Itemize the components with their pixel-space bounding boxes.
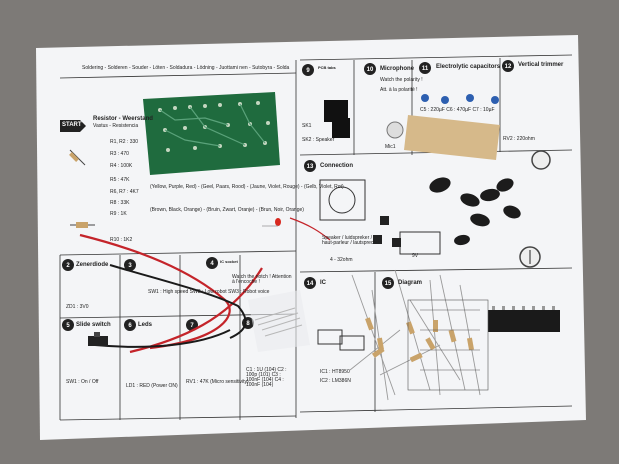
red-led	[275, 218, 281, 226]
sk-speaker-label: SK2 : Speaker	[302, 137, 335, 143]
svg-text:13: 13	[307, 164, 314, 170]
resistor-heading: Resistor - Weerstand	[93, 116, 153, 122]
section-10-title: Microphone	[380, 66, 414, 72]
resistor-subheading: Vastus - Resistencia	[93, 123, 139, 129]
mic-label: Mic1	[385, 144, 396, 150]
start-arrow	[60, 120, 86, 132]
pcb-board	[143, 92, 280, 175]
resistor-illustrations	[69, 149, 95, 228]
trimmer-potentiometer-1	[531, 150, 551, 170]
section-13-title: Connection	[320, 163, 353, 169]
section-4-title: IC socket	[220, 259, 238, 264]
wire-black-2	[94, 329, 231, 348]
resistor-list-2: R3 : 470	[110, 151, 129, 157]
att-polarite-10: Att. à la polarité !	[380, 87, 418, 93]
svg-text:8: 8	[246, 321, 250, 327]
ic-socket	[317, 329, 343, 345]
wire-red-3	[289, 217, 331, 241]
section-11-title: Electrolytic capacitors	[436, 64, 501, 70]
caps-label: C1 : 1U (104) C2 : 100p (101) C3 : 100nF…	[246, 367, 287, 388]
start-label: START	[62, 122, 82, 128]
resistor-list-3: R4 : 100K	[110, 163, 133, 169]
resistor-list-6: R8 : 33K	[110, 200, 130, 206]
svg-text:3: 3	[128, 263, 132, 269]
schematic-diagram	[407, 299, 489, 391]
watch-polarity-10: Watch the polarity !	[380, 77, 423, 83]
pcb-tab-1	[324, 100, 348, 122]
svg-text:6: 6	[128, 323, 132, 329]
ic1-label: IC1 : HT8950	[320, 369, 350, 375]
svg-text:7: 7	[190, 323, 194, 329]
rv1-label: RV1 : 47K (Micro sensitivity)	[186, 379, 249, 385]
sw-label: SW1 : On / Off	[66, 379, 99, 385]
header-languages-text: Soldering - Solderen - Souder - Löten - …	[82, 65, 290, 71]
section-numbers: 2 3 4 5 6 7 8 9 10 11 12 13 14 15	[66, 64, 512, 329]
speaker-diagram	[319, 179, 366, 221]
section-2-title: Zenerdiode	[76, 262, 109, 268]
ic-chip	[488, 310, 560, 332]
svg-text:5: 5	[66, 323, 70, 329]
svg-text:4: 4	[210, 261, 214, 267]
color-code-text-2: (Brown, Black, Orange) - (Bruin, Zwart, …	[150, 207, 304, 213]
section-6-title: Leds	[138, 322, 153, 328]
pcb-tab-2	[332, 118, 350, 138]
electrolytic-capacitors	[429, 177, 521, 246]
ceramic-caps	[421, 94, 499, 104]
ic-notch-text: Watch the notch ! Attention à l'encoche …	[232, 274, 292, 285]
resistor-list-8: R10 : 1K2	[110, 237, 133, 243]
section-14-title: IC	[320, 280, 326, 286]
svg-text:15: 15	[385, 281, 392, 287]
rv2-label: RV2 : 220ohm	[503, 136, 535, 142]
slide-switch-knob	[94, 332, 100, 337]
ic-socket-2	[339, 335, 365, 351]
section-9-title: PCB tabs	[318, 65, 336, 70]
s3-labels: SW1 : High speed SW2 : Low robot SW3 : R…	[148, 289, 270, 295]
resistor-list-1: R1, R2 : 330	[110, 139, 139, 145]
ecaps-label: C5 : 220µF C6 : 470µF C7 : 10µF	[420, 107, 495, 113]
slide-switch	[88, 336, 108, 346]
ld-label: LD1 : RED (Power ON)	[126, 383, 178, 389]
push-buttons	[373, 216, 401, 247]
zd-label: ZD1 : 3V0	[66, 304, 89, 310]
ic2-label: IC2 : LM386N	[320, 378, 351, 384]
ohm-label: 4 - 32ohm	[330, 257, 353, 263]
component-bag	[248, 290, 310, 352]
svg-text:9: 9	[306, 68, 310, 74]
svg-text:12: 12	[505, 64, 512, 70]
section-12-title: Vertical trimmer	[518, 62, 564, 68]
bag-pins	[254, 307, 303, 337]
svg-text:10: 10	[367, 67, 374, 73]
battery-label: 9V	[412, 253, 419, 259]
microphone	[386, 121, 404, 139]
section-5-title: Slide switch	[76, 322, 111, 328]
resistor-list-5: R6, R7 : 4K7	[110, 189, 139, 195]
svg-text:14: 14	[307, 281, 314, 287]
wire-black-1	[109, 264, 247, 339]
svg-text:11: 11	[422, 66, 429, 72]
resistor-list-7: R9 : 1K	[110, 211, 127, 217]
sk1-label: SK1	[302, 123, 312, 129]
panel-grid	[59, 54, 573, 421]
resistor-list-4: R5 : 47K	[110, 177, 130, 183]
pcb-traces	[159, 103, 266, 147]
ic-pins	[492, 306, 555, 310]
section-15-title: Diagram	[398, 280, 423, 286]
color-code-text-1: (Yellow, Purple, Red) - (Geel, Paars, Ro…	[150, 184, 344, 190]
speaker-label: Speaker / luidspreker / haut-parleur / l…	[322, 235, 381, 246]
svg-text:2: 2	[66, 263, 70, 269]
capacitor-tape	[404, 115, 500, 160]
